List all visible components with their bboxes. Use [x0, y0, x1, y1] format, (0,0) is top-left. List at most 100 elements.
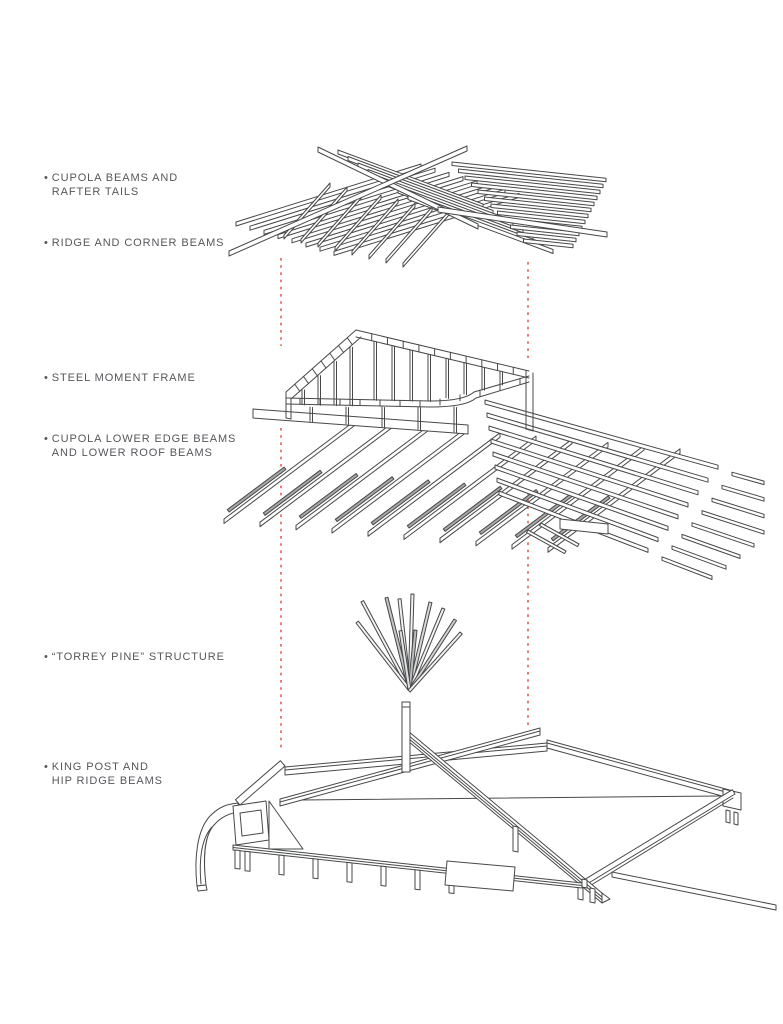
drawing-segment	[380, 865, 387, 887]
drawing-segment	[401, 701, 411, 773]
drawing-segment	[228, 145, 468, 257]
drawing-segment	[546, 742, 734, 795]
drawing-segment	[320, 360, 327, 369]
drawing-segment	[195, 802, 240, 887]
drawing-segment	[701, 510, 765, 535]
layer-torrey-pine-structure	[355, 593, 463, 693]
drawing-segment	[226, 466, 287, 513]
label-torrey-pine-structure: • “TORREY PINE” STRUCTURE	[44, 651, 225, 663]
drawing-segment	[285, 417, 292, 420]
drawing-segment	[437, 206, 608, 238]
drawing-segment	[299, 795, 721, 801]
drawing-segment	[355, 329, 530, 372]
drawing-segment	[298, 473, 359, 519]
drawing-segment	[681, 533, 741, 559]
bullet-icon: •	[44, 372, 49, 384]
drawing-segment	[442, 485, 503, 532]
drawing-segment	[331, 429, 465, 534]
drawing-segment	[268, 800, 304, 850]
drawing-segment	[262, 469, 323, 516]
alignment-leader-lines	[280, 258, 529, 748]
drawing-segment	[239, 809, 264, 837]
drawing-segment	[516, 231, 577, 243]
layer-steel-moment-frame-and-lower-beams	[223, 329, 765, 580]
drawing-segment	[355, 336, 530, 379]
drawing-segment	[370, 479, 431, 526]
drawing-segment	[601, 892, 611, 904]
drawing-segment	[559, 518, 609, 535]
drawing-segment	[300, 186, 348, 244]
drawing-segment	[278, 854, 285, 876]
drawing-segment	[403, 435, 537, 540]
drawing-segment	[199, 826, 213, 885]
drawing-segment	[661, 556, 713, 580]
drawing-segment	[234, 760, 286, 806]
layer-king-post-and-hip-ridge-beams	[195, 701, 777, 911]
drawing-segment	[439, 438, 573, 544]
drawing-segment	[401, 729, 603, 898]
drawing-segment	[490, 203, 589, 219]
bullet-icon: •	[44, 172, 49, 184]
drawing-segment	[334, 476, 395, 523]
drawing-segment	[385, 206, 433, 264]
drawing-segment	[589, 887, 596, 904]
drawing-segment	[725, 809, 731, 824]
drawing-segment	[671, 545, 727, 570]
drawing-segment	[546, 739, 734, 800]
drawing-segment	[731, 471, 765, 486]
drawing-segment	[484, 196, 592, 213]
drawing-segment	[285, 375, 530, 402]
drawing-segment	[458, 168, 604, 189]
drawing-segment	[497, 210, 586, 225]
drawing-segment	[512, 825, 519, 853]
drawing-segment	[477, 189, 595, 207]
drawing-segment	[368, 202, 416, 260]
drawing-segment	[711, 497, 765, 519]
drawing-segment	[451, 161, 607, 183]
drawing-segment	[525, 428, 534, 432]
drawing-segment	[338, 345, 344, 353]
drawing-segment	[367, 432, 501, 537]
bullet-icon: •	[44, 761, 49, 773]
drawing-segment	[196, 884, 208, 892]
drawing-segment	[303, 376, 309, 384]
drawing-segment	[486, 412, 709, 483]
drawing-segment	[401, 732, 603, 901]
drawing-segment	[295, 425, 429, 531]
drawing-segment	[492, 451, 679, 520]
drawing-segment	[234, 849, 241, 870]
drawing-segment	[691, 522, 755, 548]
drawing-segment	[329, 352, 336, 361]
bullet-icon: •	[44, 237, 49, 249]
layer-cupola-beams-and-rafter-tails	[228, 145, 608, 268]
drawing-segment	[252, 408, 469, 435]
drawing-segment	[311, 368, 318, 377]
drawing-segment	[351, 198, 399, 256]
drawing-segment	[406, 482, 467, 529]
drawing-segment	[346, 337, 353, 346]
drawing-segment	[464, 175, 601, 195]
drawing-segment	[539, 522, 580, 548]
label-steel-moment-frame: • STEEL MOMENT FRAME	[44, 372, 196, 384]
drawing-segment	[471, 182, 598, 201]
drawing-segment	[223, 419, 357, 524]
drawing-segment	[346, 861, 353, 883]
drawing-segment	[523, 238, 574, 249]
drawing-segment	[494, 464, 669, 531]
drawing-segment	[583, 789, 736, 885]
drawing-segment	[284, 745, 548, 771]
drawing-segment	[484, 399, 719, 470]
drawing-segment	[444, 860, 516, 892]
bullet-icon: •	[44, 433, 49, 445]
drawing-segment	[526, 529, 567, 555]
drawing-segment	[611, 871, 777, 911]
drawing-segment	[490, 438, 689, 508]
drawing-segment	[581, 878, 588, 889]
bullet-icon: •	[44, 651, 49, 663]
drawing-segment	[232, 847, 583, 886]
drawing-segment	[733, 811, 739, 826]
